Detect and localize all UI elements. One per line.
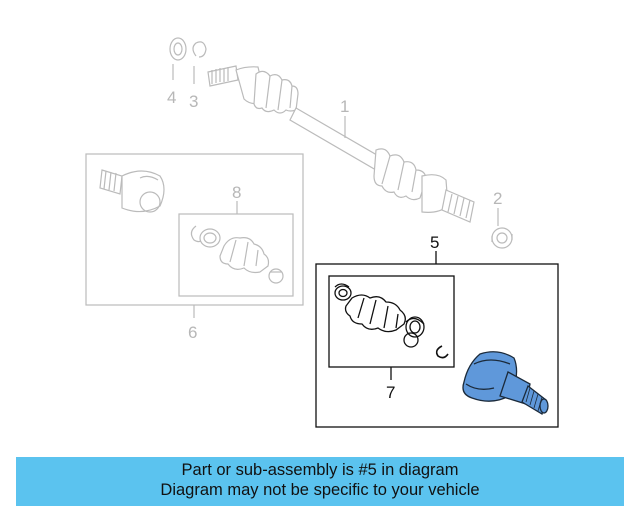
boot-kit-faded-icon [190, 225, 284, 284]
info-banner: Part or sub-assembly is #5 in diagram Di… [16, 457, 624, 506]
callout-3: 3 [189, 92, 198, 111]
callout-5: 5 [430, 233, 439, 252]
circlip-icon [435, 345, 449, 359]
parts-diagram: 4 3 1 2 8 6 5 7 [85, 37, 559, 428]
snap-ring-icon [192, 41, 207, 58]
active-parts [315, 251, 559, 428]
nut-icon [491, 227, 513, 249]
callout-7: 7 [386, 383, 395, 402]
drive-shaft-icon [207, 65, 475, 223]
callout-2: 2 [493, 189, 502, 208]
boot-kit-icon [334, 283, 425, 348]
callout-8: 8 [232, 183, 241, 202]
washer-icon [169, 37, 187, 61]
callout-1: 1 [340, 97, 349, 116]
kit-box-8 [178, 213, 294, 297]
banner-line-1: Part or sub-assembly is #5 in diagram [181, 461, 459, 479]
cv-joint-icon [462, 351, 549, 415]
callout-4: 4 [167, 88, 176, 107]
assembly-box-5 [315, 263, 559, 428]
faded-parts [85, 37, 513, 318]
banner-line-2: Diagram may not be specific to your vehi… [160, 481, 480, 499]
inner-joint-icon [99, 169, 165, 213]
callout-6: 6 [188, 323, 197, 342]
